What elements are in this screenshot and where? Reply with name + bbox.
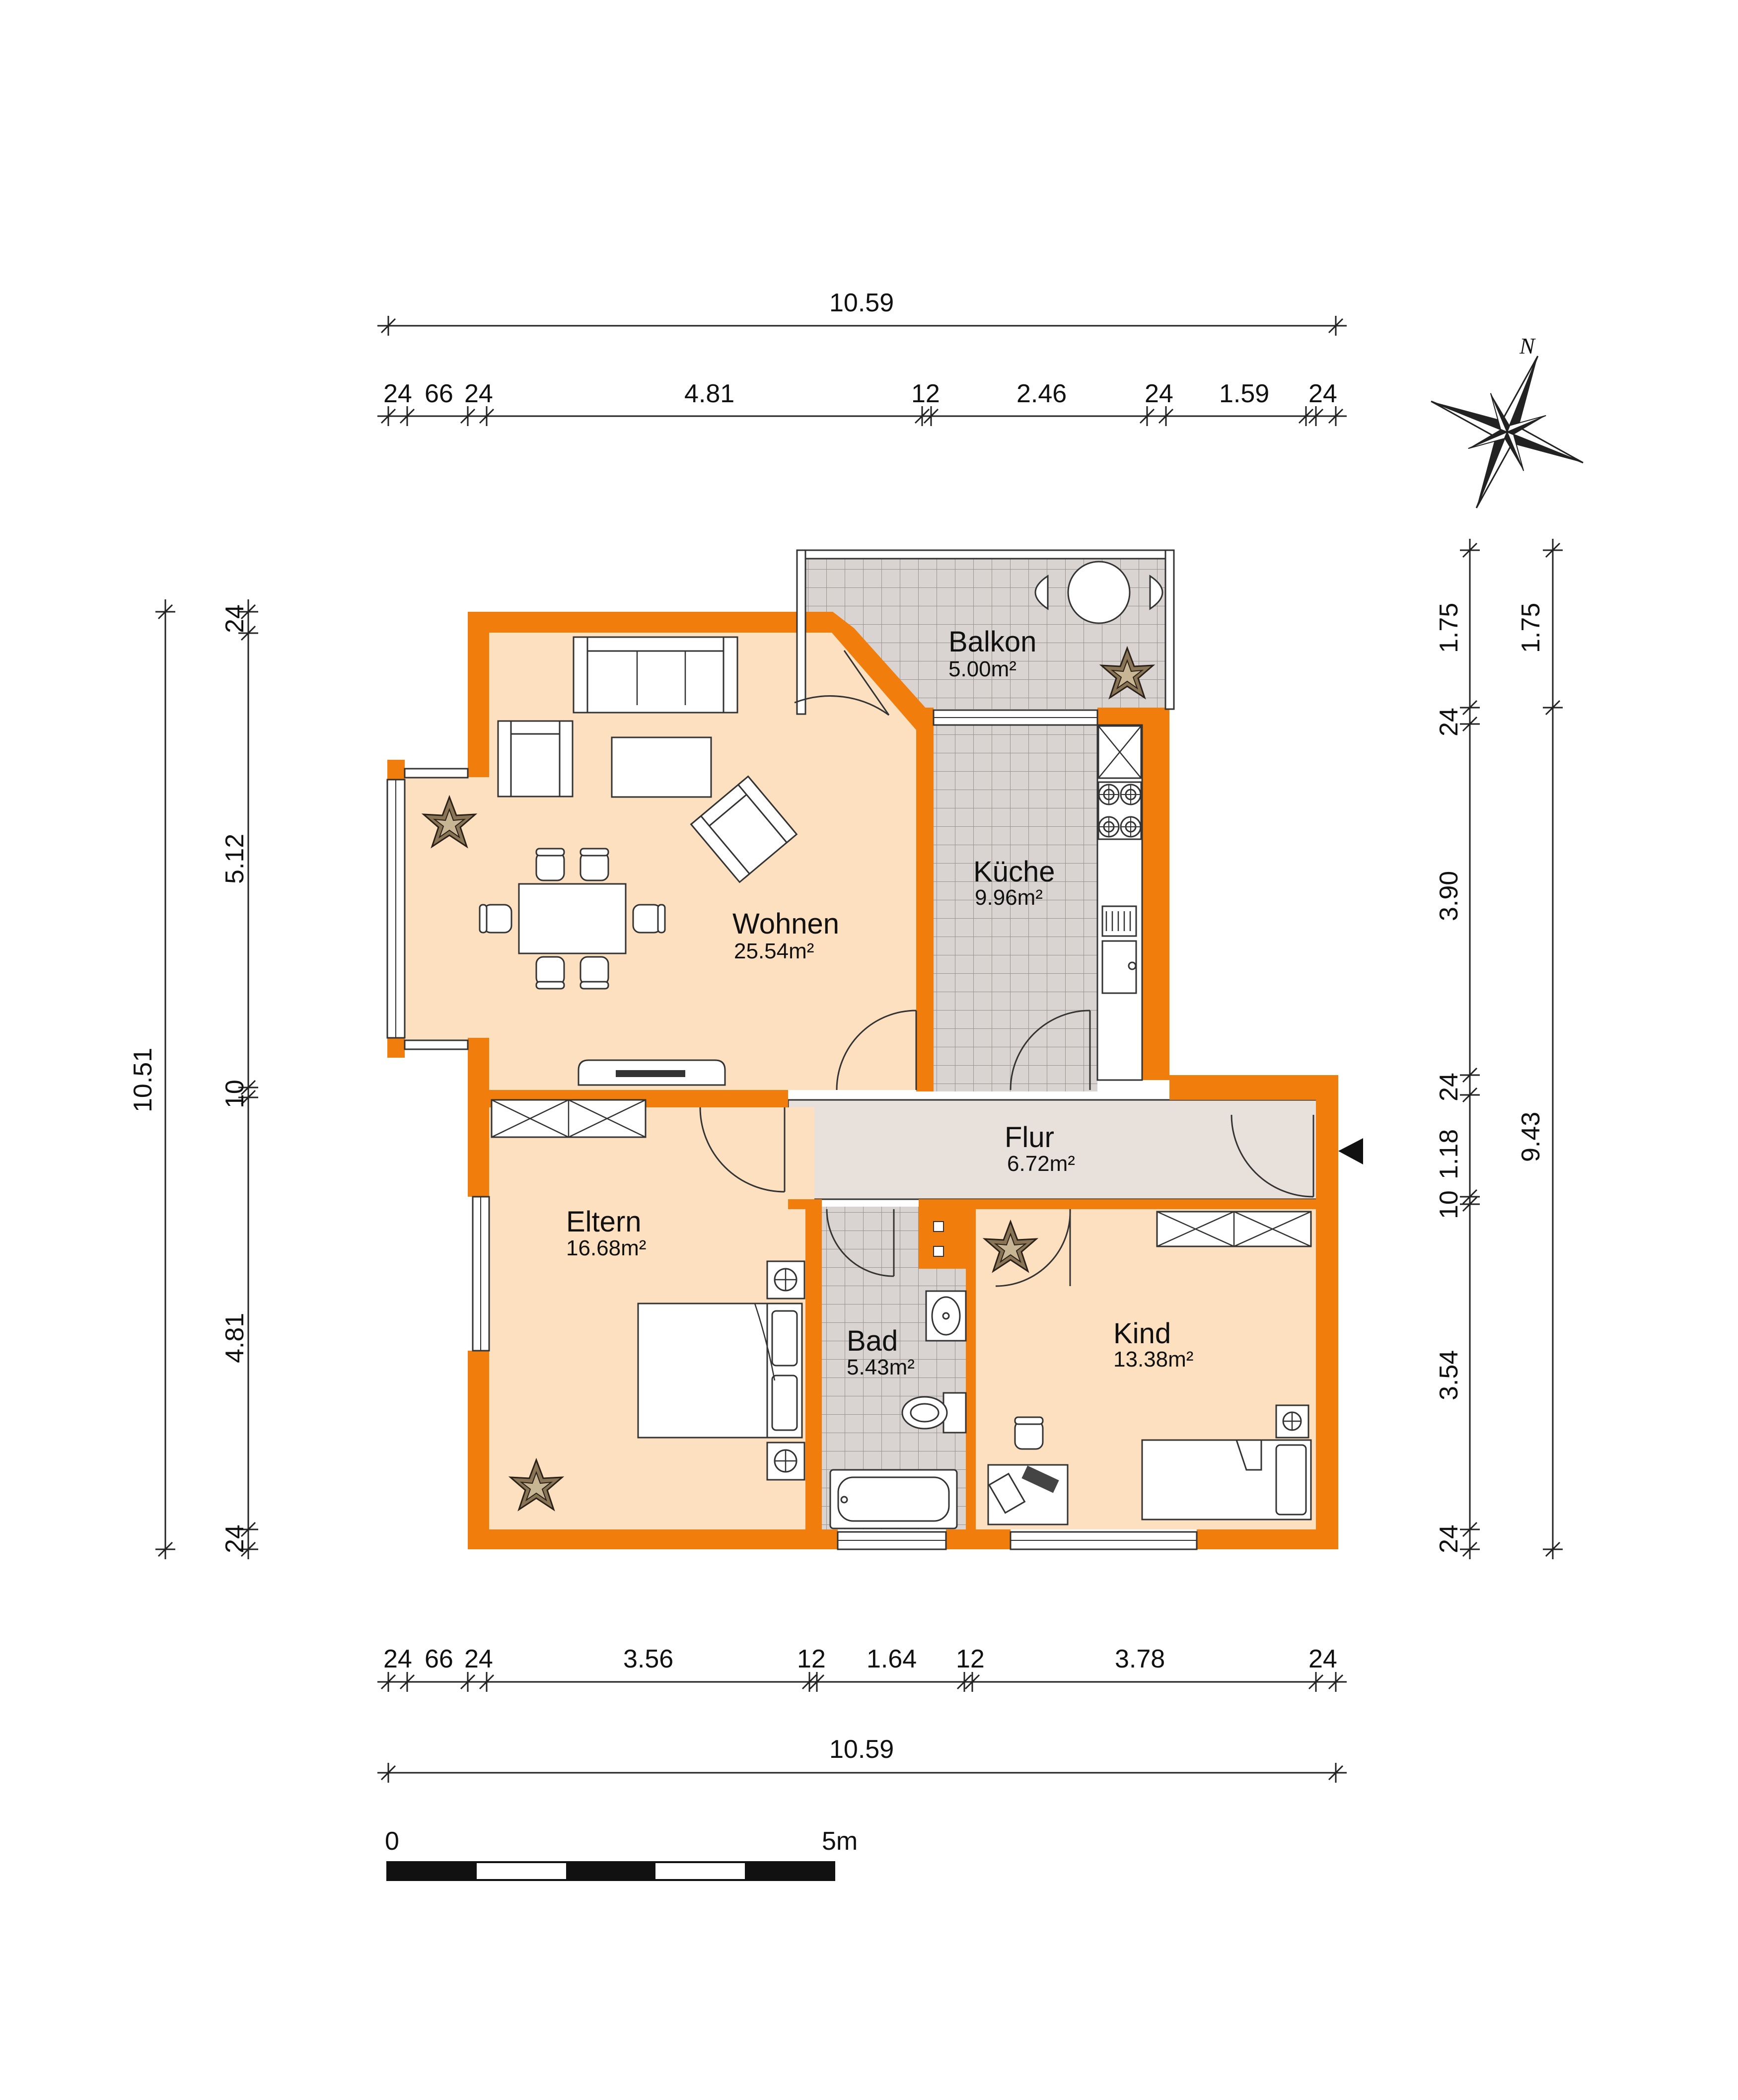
sofa bbox=[573, 636, 738, 714]
bottom-seg-1: 24 bbox=[383, 1645, 412, 1673]
scale-end-label: 5m bbox=[822, 1827, 858, 1856]
flur-area: 6.72m² bbox=[1007, 1152, 1075, 1176]
doors bbox=[699, 650, 1314, 1287]
bad-name: Bad bbox=[847, 1325, 898, 1357]
top-seg-7: 24 bbox=[1145, 379, 1173, 408]
balkon-table bbox=[1034, 561, 1163, 624]
left-seg-4: 4.81 bbox=[220, 1313, 249, 1363]
balkon-name: Balkon bbox=[948, 626, 1036, 658]
kind-area: 13.38m² bbox=[1113, 1347, 1193, 1372]
compass-rose-icon bbox=[1431, 356, 1584, 508]
left-overall-label: 10.51 bbox=[129, 1048, 157, 1112]
left-seg-1: 24 bbox=[220, 604, 249, 633]
room-labels: Balkon 5.00m² Wohnen 25.54m² Küche 9.96m… bbox=[566, 626, 1193, 1379]
right-inner-3: 3.90 bbox=[1435, 871, 1463, 921]
windows bbox=[386, 549, 1198, 1550]
flur-name: Flur bbox=[1005, 1121, 1054, 1154]
dimension-ticks bbox=[155, 316, 1563, 1783]
scale-start-label: 0 bbox=[385, 1827, 399, 1856]
bottom-seg-8: 3.78 bbox=[1115, 1645, 1165, 1673]
top-seg-5: 12 bbox=[911, 379, 940, 408]
burner-icon bbox=[1098, 784, 1120, 805]
furniture bbox=[423, 561, 1312, 1529]
bottom-overall-label: 10.59 bbox=[829, 1735, 894, 1764]
desk bbox=[987, 1416, 1069, 1525]
wardrobe-kind bbox=[1156, 1211, 1312, 1247]
scale-bar bbox=[386, 1861, 835, 1881]
wohnen-area: 25.54m² bbox=[734, 939, 814, 963]
armchair-rotated bbox=[690, 775, 798, 883]
dimension-lines bbox=[164, 325, 1554, 1774]
right-inner-2: 24 bbox=[1435, 708, 1463, 736]
kueche-floor bbox=[934, 725, 1097, 1091]
bottom-seg-2: 66 bbox=[425, 1645, 453, 1673]
washbasin bbox=[925, 1290, 967, 1342]
nightstand bbox=[766, 1260, 805, 1481]
right-inner-7: 3.54 bbox=[1435, 1350, 1463, 1400]
kueche-area: 9.96m² bbox=[975, 885, 1043, 910]
tv-unit bbox=[578, 1059, 726, 1086]
left-seg-2: 5.12 bbox=[220, 834, 249, 884]
right-inner-8: 24 bbox=[1435, 1524, 1463, 1553]
right-inner-5: 1.18 bbox=[1435, 1129, 1463, 1179]
top-seg-9: 24 bbox=[1308, 379, 1337, 408]
top-seg-6: 2.46 bbox=[1016, 379, 1067, 408]
right-outer-1: 1.75 bbox=[1517, 603, 1545, 653]
dining-table bbox=[479, 848, 666, 990]
kueche-name: Küche bbox=[973, 856, 1055, 888]
eltern-area: 16.68m² bbox=[566, 1236, 646, 1260]
entrance-arrow-icon bbox=[1338, 1138, 1363, 1164]
bottom-seg-4: 3.56 bbox=[623, 1645, 673, 1673]
top-seg-2: 66 bbox=[425, 379, 453, 408]
coffee-table bbox=[611, 736, 712, 798]
left-seg-5: 24 bbox=[220, 1524, 249, 1553]
bottom-seg-5: 12 bbox=[797, 1645, 826, 1673]
dimension-labels: 10.59 24 66 24 4.81 12 2.46 24 1.59 24 2… bbox=[129, 289, 1545, 1764]
kitchen-counter bbox=[1096, 724, 1143, 1081]
kind-name: Kind bbox=[1113, 1317, 1171, 1350]
burner-icon bbox=[1098, 816, 1120, 838]
top-seg-4: 4.81 bbox=[684, 379, 734, 408]
top-overall-label: 10.59 bbox=[829, 289, 894, 317]
bathtub bbox=[829, 1469, 958, 1529]
armchair bbox=[497, 720, 574, 797]
double-bed bbox=[637, 1303, 803, 1439]
single-bed bbox=[1141, 1439, 1312, 1521]
bottom-seg-3: 24 bbox=[464, 1645, 493, 1673]
flur-floor bbox=[787, 1099, 1334, 1200]
eltern-name: Eltern bbox=[566, 1206, 642, 1238]
bottom-seg-9: 24 bbox=[1308, 1645, 1337, 1673]
burner-icon bbox=[1120, 816, 1142, 838]
bottom-seg-7: 12 bbox=[956, 1645, 985, 1673]
top-seg-3: 24 bbox=[464, 379, 493, 408]
right-inner-6: 10 bbox=[1435, 1190, 1463, 1219]
right-inner-1: 1.75 bbox=[1435, 603, 1463, 653]
right-outer-2: 9.43 bbox=[1517, 1112, 1545, 1162]
nightstand-kind bbox=[1275, 1404, 1309, 1439]
right-inner-4: 24 bbox=[1435, 1073, 1463, 1101]
wohnen-name: Wohnen bbox=[732, 908, 839, 940]
burner-icon bbox=[1120, 784, 1142, 805]
top-seg-8: 1.59 bbox=[1219, 379, 1269, 408]
wardrobe bbox=[491, 1099, 647, 1138]
bottom-seg-6: 1.64 bbox=[867, 1645, 917, 1673]
left-seg-3: 10 bbox=[220, 1080, 249, 1108]
walls bbox=[387, 612, 1338, 1549]
toilet bbox=[901, 1392, 967, 1434]
balkon-area: 5.00m² bbox=[948, 657, 1016, 681]
compass-north-label: N bbox=[1519, 333, 1536, 359]
top-seg-1: 24 bbox=[383, 379, 412, 408]
bad-area: 5.43m² bbox=[847, 1355, 915, 1379]
